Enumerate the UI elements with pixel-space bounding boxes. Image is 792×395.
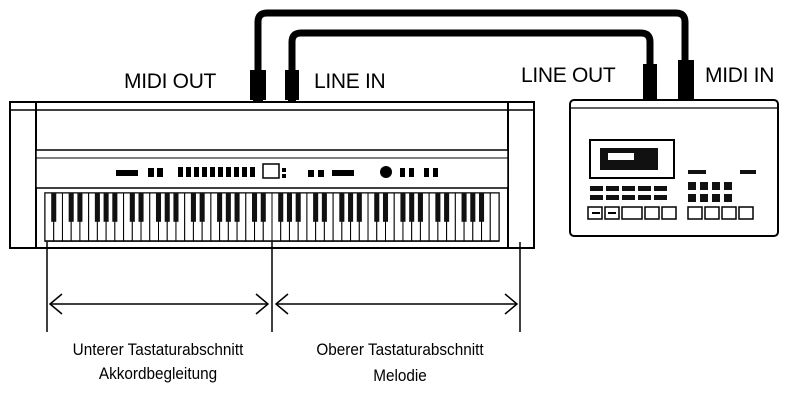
black-key	[129, 193, 135, 222]
midi-out-plug	[250, 70, 266, 100]
black-key	[374, 193, 380, 222]
black-key	[260, 193, 266, 222]
device-buttons	[590, 170, 756, 202]
keyboard-left-cheek	[9, 101, 37, 249]
cables	[254, 9, 689, 78]
black-key	[68, 193, 74, 222]
black-key	[103, 193, 109, 222]
black-key	[51, 193, 57, 222]
black-key	[112, 193, 118, 222]
black-key	[479, 193, 485, 222]
lower-section-role: Akkordbegleitung	[98, 364, 218, 383]
black-key	[461, 193, 467, 222]
line-out-plug	[643, 64, 657, 100]
black-key	[217, 193, 223, 222]
black-key	[356, 193, 362, 222]
audio-cable	[288, 29, 654, 78]
black-key	[444, 193, 450, 222]
rhythm-device	[569, 99, 779, 237]
black-key	[339, 193, 345, 222]
black-key	[234, 193, 240, 222]
line-in-label: LINE IN	[314, 70, 386, 93]
black-key	[417, 193, 423, 222]
white-key	[489, 192, 500, 242]
black-key	[199, 193, 205, 222]
black-key	[138, 193, 144, 222]
black-key	[348, 193, 354, 222]
panel-controls	[116, 166, 438, 178]
midi-out-label: MIDI OUT	[124, 70, 217, 93]
black-key	[164, 193, 170, 222]
plugs	[250, 60, 694, 104]
black-key	[435, 193, 441, 222]
black-key	[400, 193, 406, 222]
keyboard-right-cheek	[507, 101, 535, 249]
black-key	[94, 193, 100, 222]
midi-in-plug	[678, 60, 694, 100]
black-key	[225, 193, 231, 222]
section-markers	[46, 242, 521, 332]
black-keys	[51, 193, 485, 222]
black-key	[190, 193, 196, 222]
upper-section-title: Oberer Tastaturabschnitt	[316, 340, 484, 359]
panel-display	[262, 163, 280, 179]
black-key	[409, 193, 415, 222]
line-out-label: LINE OUT	[521, 64, 616, 87]
black-key	[286, 193, 292, 222]
black-key	[382, 193, 389, 222]
black-key	[252, 193, 258, 222]
black-key	[155, 193, 162, 222]
line-in-plug	[285, 70, 299, 100]
black-key	[321, 193, 327, 222]
black-key	[313, 193, 319, 222]
black-key	[470, 193, 476, 222]
black-key	[278, 193, 284, 222]
midi-cable	[254, 9, 689, 78]
midi-in-label: MIDI IN	[705, 64, 775, 87]
black-key	[173, 193, 179, 222]
keyboard-instrument	[9, 101, 535, 249]
upper-section-role: Melodie	[373, 366, 427, 385]
lower-section-title: Unterer Tastaturabschnitt	[72, 340, 244, 359]
black-key	[295, 193, 301, 222]
black-key	[77, 193, 83, 222]
